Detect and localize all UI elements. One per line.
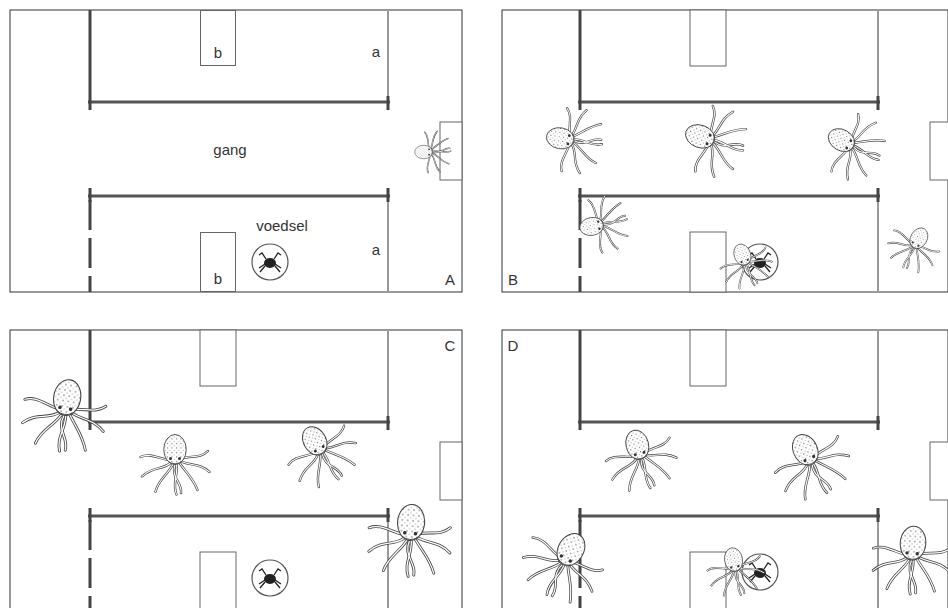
food-label: voedsel bbox=[256, 217, 308, 235]
panel-letter: B bbox=[508, 271, 518, 289]
panel-letter: C bbox=[445, 337, 456, 355]
wall-letter: a bbox=[372, 241, 380, 259]
corridor-label: gang bbox=[213, 141, 246, 159]
wall-letter: a bbox=[372, 43, 380, 61]
panel-letter: D bbox=[508, 337, 519, 355]
door-letter: b bbox=[214, 44, 222, 61]
door-box: b bbox=[200, 10, 236, 66]
panel-letter: A bbox=[445, 271, 455, 289]
door-box: b bbox=[200, 232, 236, 292]
door-letter: b bbox=[214, 270, 222, 287]
